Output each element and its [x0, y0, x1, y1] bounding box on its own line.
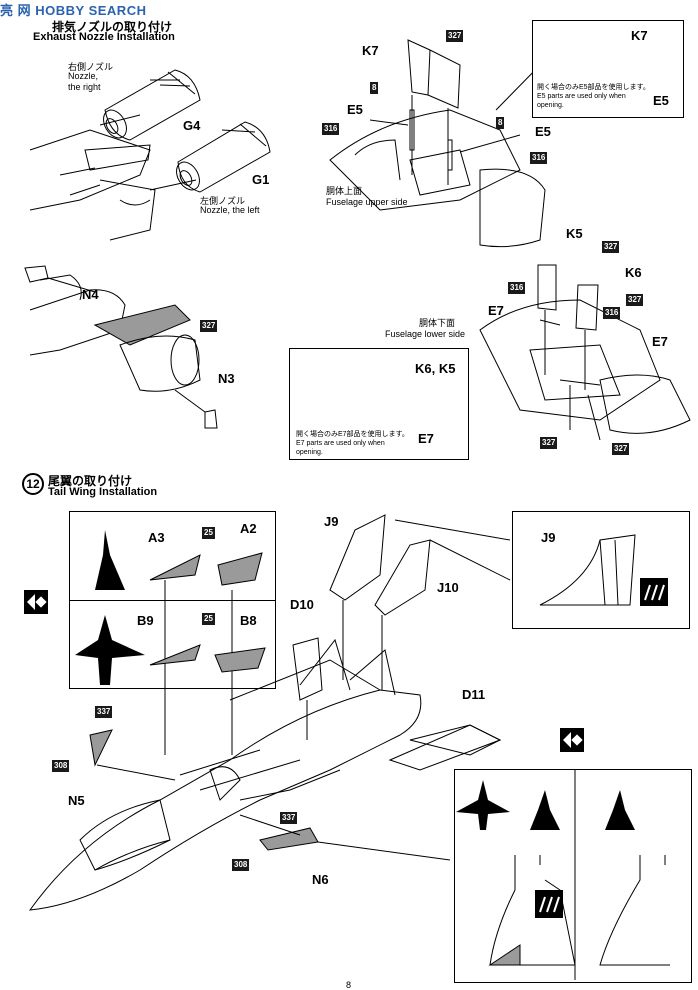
- upper-note-box: K7 開く場合のみE5部品を使用します。 E5 parts are used o…: [532, 20, 684, 118]
- part-j10: J10: [437, 580, 459, 595]
- badge-25b: 25: [202, 613, 215, 625]
- upper-badge-316b: 316: [530, 152, 548, 164]
- part-k7-box: K7: [631, 28, 648, 43]
- nozzle-left-drawing: [176, 121, 271, 193]
- part-n5: N5: [68, 793, 85, 808]
- part-a2: A2: [240, 521, 257, 536]
- part-a3: A3: [148, 530, 165, 545]
- page-number: 8: [346, 980, 352, 990]
- silhouette-tail-2: [530, 790, 560, 830]
- silhouette-tail-3: [605, 790, 635, 830]
- step12-title-jp: 尾翼の取り付け: [48, 474, 133, 488]
- part-k6: K6: [625, 265, 642, 280]
- watermark: 亮 网 HOBBY SEARCH: [0, 0, 146, 19]
- j9-detail-box: J9: [512, 511, 690, 629]
- lower-note-jp: 開く場合のみE7部品を使用します。: [296, 431, 409, 438]
- badge-337b: 337: [280, 812, 298, 824]
- part-k5: K5: [566, 226, 583, 241]
- lower-fuselage-drawing: [479, 299, 691, 434]
- part-n4: N4: [82, 287, 99, 302]
- nozzle-right-en2: the right: [68, 82, 101, 92]
- part-e5-a: E5: [347, 102, 363, 117]
- nozzle-right-drawing: [103, 69, 201, 141]
- aircraft-drawing: [28, 638, 502, 911]
- step11-title-en: Exhaust Nozzle Installation: [33, 31, 175, 43]
- lower-note-box: K6, K5 開く場合のみE7部品を使用します。 E7 parts are us…: [289, 348, 469, 460]
- part-e5-b: E5: [535, 124, 551, 139]
- lower-note-en2: opening.: [296, 449, 323, 456]
- nozzle-right-jp: 右側ノズル: [68, 62, 114, 72]
- part-b8: B8: [240, 613, 257, 628]
- tail-detail-box: [454, 769, 692, 983]
- part-e7-b: E7: [652, 334, 668, 349]
- part-g1: G1: [252, 172, 270, 187]
- part-j9: J9: [324, 514, 339, 529]
- nozzle-left-jp: 左側ノズル: [200, 196, 246, 206]
- paint-swatches: [535, 578, 668, 918]
- silhouette-aircraft-1: [75, 615, 145, 685]
- lower-badge-327d: 327: [612, 443, 630, 455]
- lower-badge-327a: 327: [602, 241, 620, 253]
- badge-308b: 308: [232, 859, 250, 871]
- upper-badge-327: 327: [446, 30, 464, 42]
- step11-title-jp: 排気ノズルの取り付け: [52, 20, 173, 34]
- step12-title-en: Tail Wing Installation: [48, 486, 158, 498]
- lower-label-en: Fuselage lower side: [385, 329, 466, 339]
- badge-25a: 25: [202, 527, 215, 539]
- upper-badge-8b: 8: [496, 117, 505, 129]
- nozzle-left-en: Nozzle, the left: [200, 205, 260, 215]
- upper-note-en2: opening.: [537, 102, 564, 109]
- watermark-en: HOBBY SEARCH: [35, 3, 147, 18]
- tail-variant-divider: [70, 600, 275, 601]
- watermark-cn: 亮 网: [0, 3, 32, 18]
- part-k7: K7: [362, 43, 379, 58]
- lower-label-jp: 胴体下面: [419, 318, 456, 328]
- part-k6k5-box: K6, K5: [415, 361, 456, 376]
- part-d10: D10: [290, 597, 314, 612]
- part-n3: N3: [218, 371, 235, 386]
- upper-badge-316a: 316: [322, 123, 340, 135]
- part-b9: B9: [137, 613, 154, 628]
- part-e5-box: E5: [653, 93, 669, 108]
- lower-badge-316b: 316: [603, 307, 621, 319]
- part-j9-box: J9: [541, 530, 556, 545]
- upper-note-en1: E5 parts are used only when: [537, 93, 626, 100]
- part-d11: D11: [462, 687, 486, 702]
- lower-badge-316a: 316: [508, 282, 526, 294]
- lower-badge-327c: 327: [540, 437, 558, 449]
- lower-note-en1: E7 parts are used only when: [296, 440, 385, 447]
- upper-fuselage-drawing: [329, 109, 546, 248]
- part-g4: G4: [183, 118, 201, 133]
- step12-number: 12: [22, 473, 44, 495]
- fuselage-aft-drawing-2: [29, 274, 201, 392]
- badge-337a: 337: [95, 706, 113, 718]
- paint-badge-327: 327: [200, 320, 218, 332]
- tail-variant-box: [69, 511, 276, 689]
- nozzle-right-en1: Nozzle,: [68, 71, 99, 81]
- upper-label-en: Fuselage upper side: [326, 197, 408, 207]
- lower-badge-327b: 327: [626, 294, 644, 306]
- fuselage-aft-drawing-1: [29, 129, 156, 241]
- upper-note-jp: 開く場合のみE5部品を使用します。: [537, 84, 650, 91]
- part-e7-box: E7: [418, 431, 434, 446]
- upper-label-jp: 胴体上面: [326, 186, 363, 196]
- silhouette-aircraft-2: [456, 780, 510, 830]
- part-n6: N6: [312, 872, 329, 887]
- part-e7-a: E7: [488, 303, 504, 318]
- badge-308a: 308: [52, 760, 70, 772]
- silhouette-tail-1: [95, 530, 125, 590]
- upper-badge-8a: 8: [370, 82, 379, 94]
